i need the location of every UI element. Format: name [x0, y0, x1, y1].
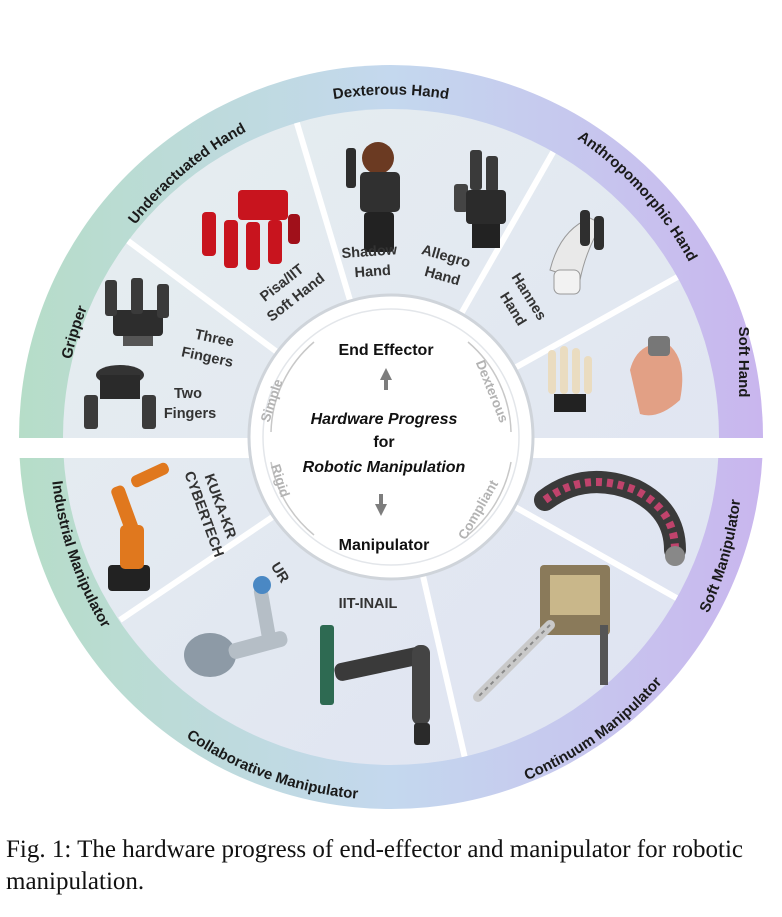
hub-title-line3: Robotic Manipulation — [303, 459, 466, 476]
three-finger-gripper-icon — [105, 278, 169, 346]
hardware-progress-diagram: Gripper Underactuated Hand Dexterous Han… — [19, 65, 763, 809]
arrow-up-icon — [380, 368, 392, 380]
compliant-arc — [467, 461, 512, 536]
label-shadow-hand: Shadow Hand — [341, 242, 403, 282]
label-two-fingers: Two Fingers — [164, 386, 216, 422]
label-dexterous-hand: Dexterous Hand — [332, 81, 451, 103]
ur-arm-icon — [184, 576, 288, 677]
soft-hand-glove-icon — [548, 336, 683, 416]
hub-end-effector: End Effector — [338, 342, 433, 359]
allegro-hand-icon — [454, 150, 506, 248]
label-iit-inail: IIT-INAIL — [339, 596, 398, 612]
arrow-up-stem — [384, 380, 388, 390]
figure-caption: Fig. 1: The hardware progress of end-eff… — [6, 836, 744, 895]
iit-inail-arm-icon — [320, 625, 430, 745]
kuka-kr-cybertech-icon — [108, 462, 170, 591]
hannes-hand-icon — [549, 210, 604, 295]
arrow-down-icon — [375, 504, 387, 516]
simple-arc — [270, 341, 315, 433]
dexterous-arc — [467, 341, 512, 433]
soft-manipulator-icon — [534, 471, 686, 566]
two-finger-gripper-icon — [84, 365, 156, 429]
continuum-manipulator-icon — [473, 565, 610, 702]
label-soft-hand: Soft Hand — [735, 327, 752, 398]
pisa-iit-soft-hand-icon — [202, 190, 300, 270]
rigid-arc — [270, 461, 315, 536]
shadow-hand-icon — [346, 142, 400, 252]
hub-manipulator: Manipulator — [339, 537, 430, 554]
central-hub: End Effector Hardware Progress for Robot… — [247, 293, 535, 581]
hub-title-line1: Hardware Progress — [311, 411, 458, 428]
hub-title-line2: for — [373, 434, 394, 451]
svg-text:Dexterous Hand: Dexterous Hand — [332, 81, 451, 103]
arrow-down-stem — [379, 494, 383, 504]
